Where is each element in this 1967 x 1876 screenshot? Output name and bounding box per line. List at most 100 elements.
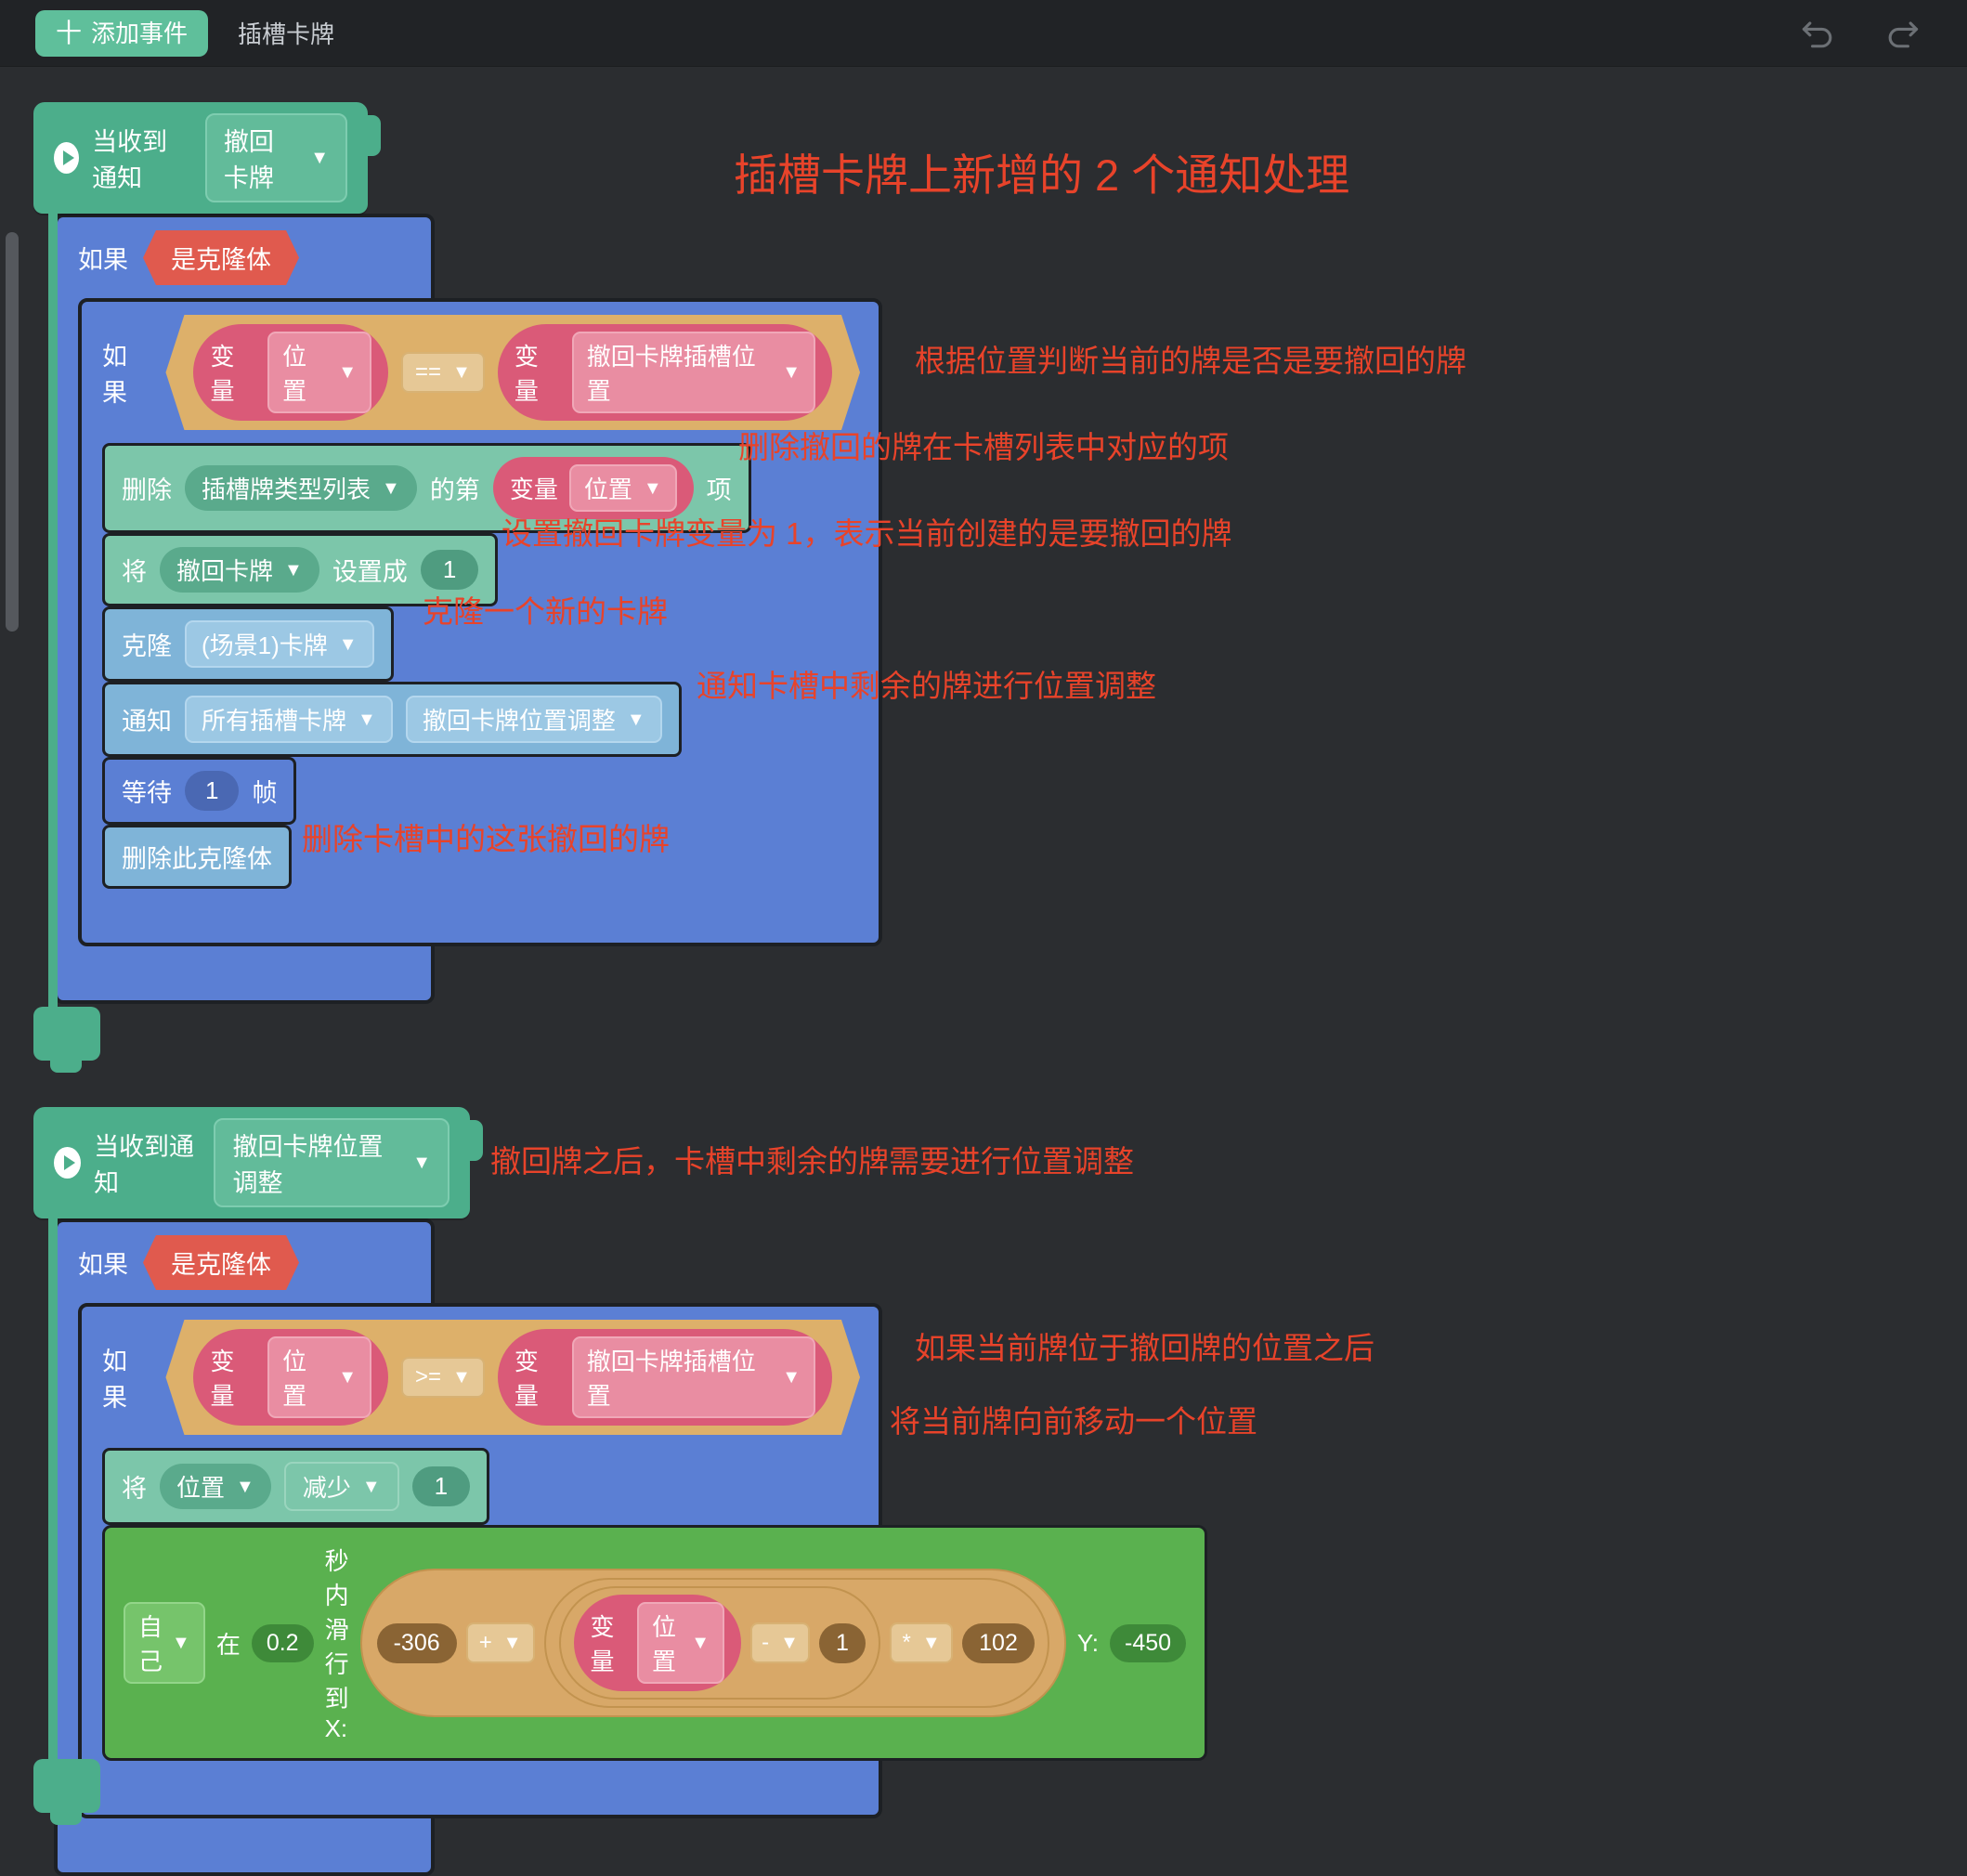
variable-reporter-position-2[interactable]: 变量 位置 ▼ <box>193 1329 388 1426</box>
if-block-inner-1[interactable]: 如果 变量 位置 ▼ == ▼ <box>78 298 882 946</box>
comparison-operator-block-2[interactable]: 变量 位置 ▼ >= ▼ 变量 <box>165 1320 860 1435</box>
chevron-down-icon: ▼ <box>780 1633 799 1653</box>
is-clone-predicate-1[interactable]: 是克隆体 <box>143 230 299 285</box>
hat-block-1[interactable]: 当收到通知 撤回卡牌 ▼ <box>33 102 381 214</box>
variable-dropdown-position-change[interactable]: 位置 ▼ <box>160 1464 271 1509</box>
variable-dropdown-withdraw-slot-pos-1[interactable]: 撤回卡牌插槽位置 ▼ <box>572 332 815 413</box>
broadcast-message-name: 撤回卡牌位置调整 <box>422 707 616 735</box>
delete-this-clone-label: 删除此克隆体 <box>122 845 272 873</box>
add-operator-dropdown[interactable]: + ▼ <box>465 1622 535 1663</box>
variable-reporter-withdraw-slot-pos-2[interactable]: 变量 撤回卡牌插槽位置 ▼ <box>498 1329 832 1426</box>
set-variable-block[interactable]: 将 撤回卡牌 ▼ 设置成 1 <box>102 533 499 606</box>
list-name: 插槽牌类型列表 <box>202 476 371 503</box>
wait-frames-input[interactable]: 1 <box>185 771 240 811</box>
set-value-input[interactable]: 1 <box>420 550 479 590</box>
if-block-outer-2[interactable]: 如果 是克隆体 如果 变量 位置 ▼ <box>54 1218 1208 1876</box>
x-base-input[interactable]: -306 <box>376 1622 457 1663</box>
hat-notch <box>466 1120 483 1161</box>
glide-y-input[interactable]: -450 <box>1110 1623 1187 1662</box>
variable-name: 位置 <box>583 476 632 503</box>
multiply-operator-dropdown[interactable]: * ▼ <box>889 1622 954 1663</box>
when-receive-broadcast-2[interactable]: 当收到通知 撤回卡牌位置调整 ▼ <box>33 1107 470 1218</box>
vertical-scrollbar[interactable] <box>6 232 19 632</box>
redo-arrow-icon[interactable] <box>1882 13 1922 54</box>
operation-name: 减少 <box>302 1474 351 1502</box>
operation-dropdown-decrease[interactable]: 减少 ▼ <box>283 1462 399 1511</box>
if-foot-inner-2 <box>82 1761 879 1815</box>
add-event-button[interactable]: 十 添加事件 <box>35 9 209 57</box>
chevron-down-icon: ▼ <box>452 1367 471 1387</box>
plus-icon: 十 <box>56 18 83 47</box>
variable-name: 撤回卡牌插槽位置 <box>586 1348 756 1410</box>
undo-arrow-icon[interactable] <box>1798 13 1839 54</box>
multiply-operator-block[interactable]: 变量 位置 ▼ - ▼ <box>543 1578 1049 1708</box>
if-foot-outer-2 <box>58 1818 431 1872</box>
variable-dropdown-position-1[interactable]: 位置 ▼ <box>267 332 371 413</box>
list-dropdown[interactable]: 插槽牌类型列表 ▼ <box>185 465 417 511</box>
broadcast-block[interactable]: 通知 所有插槽卡牌 ▼ 撤回卡牌位置调整 ▼ <box>102 682 682 757</box>
toolbar-actions <box>1798 13 1922 54</box>
wait-label: 等待 <box>122 779 172 807</box>
if-label: 如果 <box>78 1251 128 1279</box>
broadcast-target-dropdown[interactable]: 所有插槽卡牌 ▼ <box>185 696 393 743</box>
if-condition-row-outer-2: 如果 是克隆体 <box>58 1222 431 1303</box>
variable-reporter-withdraw-slot-pos-1[interactable]: 变量 撤回卡牌插槽位置 ▼ <box>498 324 832 421</box>
change-variable-block[interactable]: 将 位置 ▼ 减少 ▼ 1 <box>102 1448 490 1525</box>
broadcast-name: 撤回卡牌 <box>223 128 274 192</box>
add-operator-block[interactable]: -306 + ▼ 变量 <box>359 1569 1066 1717</box>
when-receive-broadcast-1[interactable]: 当收到通知 撤回卡牌 ▼ <box>33 102 368 214</box>
glide-to-xy-block[interactable]: 自己 ▼ 在 0.2 秒内滑行到 X: -306 + ▼ <box>102 1525 1208 1761</box>
broadcast-message-dropdown[interactable]: 撤回卡牌位置调整 ▼ <box>405 696 662 743</box>
subtract-operand-input[interactable]: 1 <box>819 1622 866 1663</box>
multiply-operand-input[interactable]: 102 <box>962 1622 1035 1663</box>
variable-dropdown-withdraw-slot-pos-2[interactable]: 撤回卡牌插槽位置 ▼ <box>572 1336 815 1418</box>
clone-block[interactable]: 克隆 (场景1)卡牌 ▼ <box>102 606 394 682</box>
tab-slot-card[interactable]: 插槽卡牌 <box>238 20 335 48</box>
top-toolbar: 十 添加事件 插槽卡牌 <box>0 0 1967 67</box>
delete-this-clone-block[interactable]: 删除此克隆体 <box>102 825 292 889</box>
broadcast-name: 撤回卡牌位置调整 <box>232 1133 384 1197</box>
chevron-down-icon: ▼ <box>452 362 471 383</box>
change-amount-input[interactable]: 1 <box>411 1466 471 1506</box>
operator-symbol: - <box>762 1630 770 1655</box>
glide-target-dropdown[interactable]: 自己 ▼ <box>124 1602 205 1684</box>
variable-name: 位置 <box>282 1348 307 1410</box>
operator-dropdown-2[interactable]: >= ▼ <box>401 1357 485 1398</box>
is-clone-predicate-2[interactable]: 是克隆体 <box>143 1235 299 1290</box>
if-body-inner-1: 删除 插槽牌类型列表 ▼ 的第 变量 位置 ▼ <box>102 443 879 889</box>
subtract-operator-dropdown[interactable]: - ▼ <box>750 1622 811 1663</box>
variable-label: 变量 <box>210 343 235 405</box>
variable-reporter-position-1[interactable]: 变量 位置 ▼ <box>193 324 388 421</box>
variable-reporter-position-glide[interactable]: 变量 位置 ▼ <box>573 1595 742 1691</box>
glide-seconds-input[interactable]: 0.2 <box>251 1623 314 1662</box>
delete-list-item-block[interactable]: 删除 插槽牌类型列表 ▼ 的第 变量 位置 ▼ <box>102 443 751 533</box>
glide-in-label: 在 <box>215 1630 241 1659</box>
chevron-down-icon: ▼ <box>626 709 645 730</box>
wait-frames-block[interactable]: 等待 1 帧 <box>102 757 297 825</box>
if-body-inner-2: 将 位置 ▼ 减少 ▼ 1 <box>102 1448 1208 1761</box>
note-7: 撤回牌之后，卡槽中剩余的牌需要进行位置调整 <box>490 1144 1134 1179</box>
variable-dropdown-position-2[interactable]: 位置 ▼ <box>267 1336 371 1418</box>
broadcast-dropdown-1[interactable]: 撤回卡牌 ▼ <box>204 113 347 202</box>
variable-reporter-position-index[interactable]: 变量 位置 ▼ <box>492 457 694 519</box>
if-label: 如果 <box>78 246 128 274</box>
variable-label: 变量 <box>509 476 558 503</box>
operator-symbol: >= <box>415 1364 442 1389</box>
hat-block-2[interactable]: 当收到通知 撤回卡牌位置调整 ▼ <box>33 1107 483 1218</box>
broadcast-dropdown-2[interactable]: 撤回卡牌位置调整 ▼ <box>214 1118 449 1207</box>
if-block-inner-2[interactable]: 如果 变量 位置 ▼ >= ▼ <box>78 1303 1208 1818</box>
hat-notch <box>364 115 381 156</box>
clone-target-name: (场景1)卡牌 <box>202 632 328 659</box>
set-to-label: 设置成 <box>332 558 408 586</box>
variable-dropdown-position-glide[interactable]: 位置 ▼ <box>637 1602 725 1684</box>
subtract-operator-block[interactable]: 变量 位置 ▼ - ▼ <box>558 1586 880 1700</box>
variable-label: 变量 <box>590 1613 615 1675</box>
operator-dropdown-1[interactable]: == ▼ <box>401 352 485 393</box>
variable-name: 位置 <box>652 1613 677 1675</box>
comparison-operator-block-1[interactable]: 变量 位置 ▼ == ▼ 变量 <box>165 315 860 430</box>
if-block-outer-1[interactable]: 如果 是克隆体 如果 变量 位置 ▼ <box>54 214 882 1004</box>
variable-dropdown-position-index[interactable]: 位置 ▼ <box>568 464 677 512</box>
variable-dropdown-withdraw-card[interactable]: 撤回卡牌 ▼ <box>160 547 319 593</box>
clone-target-dropdown[interactable]: (场景1)卡牌 ▼ <box>185 620 374 668</box>
if-foot-outer-1 <box>58 946 431 1000</box>
